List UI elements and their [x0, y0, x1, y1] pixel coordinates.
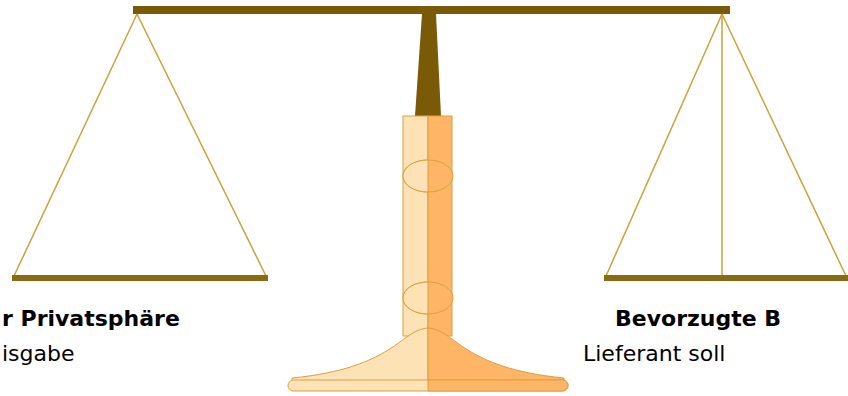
column-knob — [403, 160, 453, 192]
column-knob — [403, 160, 428, 192]
base-plate — [428, 380, 568, 391]
pan-text: isgabe — [2, 341, 75, 367]
column-light — [403, 116, 428, 336]
column-knob — [403, 282, 453, 314]
pan-string — [722, 14, 846, 276]
scale-pan — [604, 275, 848, 281]
pan-string — [14, 14, 137, 276]
pan-heading: Bevorzugte B — [615, 306, 781, 332]
pan-string — [606, 14, 722, 276]
column-knob — [403, 282, 428, 314]
scale-pan — [12, 275, 268, 281]
pivot-wedge — [415, 14, 441, 116]
scale-beam — [133, 6, 730, 14]
pan-heading: r Privatsphäre — [2, 306, 180, 332]
pan-string — [137, 14, 266, 276]
pan-text: Lieferant soll — [583, 341, 725, 367]
pan-string — [721, 14, 723, 276]
base-plate — [288, 380, 568, 391]
